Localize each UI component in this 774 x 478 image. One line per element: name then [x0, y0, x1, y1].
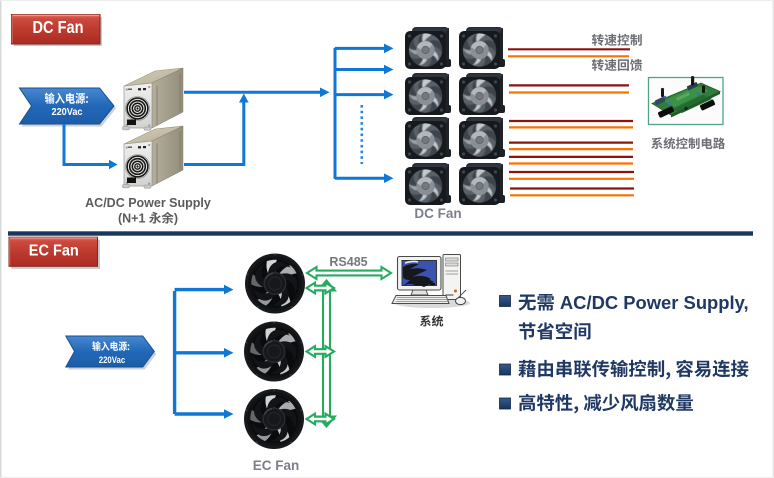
svg-text:(N+1: (N+1 [118, 212, 149, 226]
svg-text:DC Fan: DC Fan [414, 206, 461, 221]
svg-text:EC Fan: EC Fan [253, 458, 300, 473]
svg-text:RS485: RS485 [329, 255, 367, 269]
svg-text:AC/DC Power Supply,: AC/DC Power Supply, [560, 292, 749, 313]
svg-text:): ) [174, 212, 178, 226]
svg-text:AC/DC Power Supply: AC/DC Power Supply [85, 196, 211, 210]
svg-text:DC Fan: DC Fan [33, 17, 84, 37]
svg-text:220Vac: 220Vac [99, 355, 126, 365]
svg-text:220Vac: 220Vac [52, 107, 83, 118]
svg-text:EC Fan: EC Fan [29, 243, 79, 260]
